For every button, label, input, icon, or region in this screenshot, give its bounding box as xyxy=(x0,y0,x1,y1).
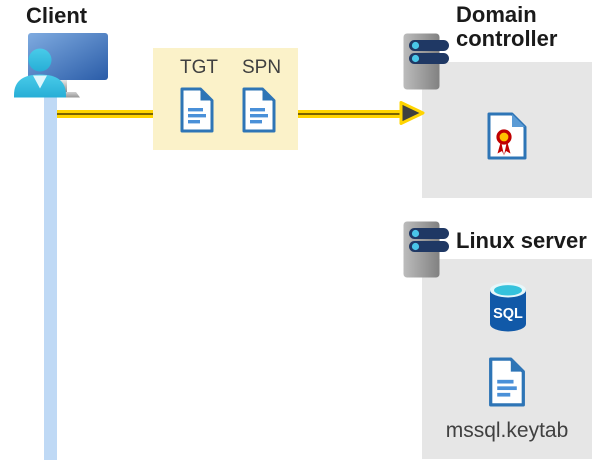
ticket-box: TGT SPN xyxy=(153,48,298,150)
sql-database-icon: SQL xyxy=(490,282,526,332)
spn-label: SPN xyxy=(242,57,282,78)
keytab-document-icon xyxy=(489,357,525,407)
arrow-right-icon xyxy=(399,101,425,125)
client-lifeline xyxy=(44,95,57,460)
client-label: Client xyxy=(26,3,88,28)
server-icon xyxy=(403,33,449,90)
tgt-label: TGT xyxy=(180,57,218,78)
domain-controller-label: Domain controller xyxy=(456,2,558,51)
sql-label: SQL xyxy=(493,306,523,322)
certificate-icon xyxy=(487,112,527,160)
spn-document-icon xyxy=(242,87,276,133)
server-icon xyxy=(403,221,449,278)
tgt-document-icon xyxy=(180,87,214,133)
linux-server-label: Linux server xyxy=(456,228,587,253)
keytab-label: mssql.keytab xyxy=(445,419,569,442)
desktop-user-icon xyxy=(14,33,108,98)
